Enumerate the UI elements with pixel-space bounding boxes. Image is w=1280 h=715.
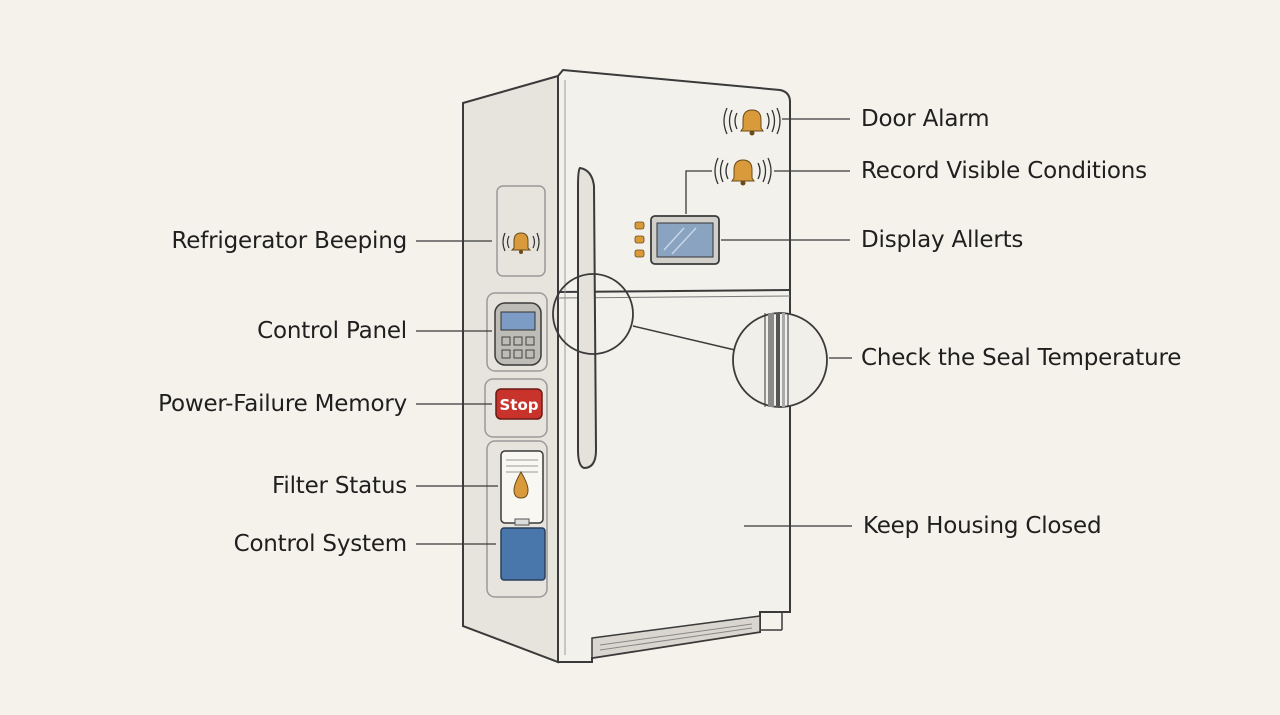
- label-filter-status: Filter Status: [272, 473, 407, 499]
- side-beep-panel: [496, 185, 546, 277]
- side-lower-housing: [486, 440, 548, 598]
- door-indicator-lights: [634, 221, 645, 258]
- door-handle: [577, 166, 598, 470]
- seal-magnifier-large: [732, 312, 828, 408]
- fridge-base: [591, 615, 761, 659]
- stop-button-label: Stop: [499, 396, 538, 414]
- label-door-alarm: Door Alarm: [861, 106, 990, 132]
- leader-record-visible-conditions: [685, 170, 712, 214]
- label-control-system: Control System: [233, 531, 408, 557]
- stop-button: Stop: [495, 388, 543, 420]
- label-control-panel: Control Panel: [257, 318, 407, 344]
- side-keypad: [494, 302, 542, 366]
- label-check-seal-temperature: Check the Seal Temperature: [861, 345, 1182, 371]
- label-keep-housing-closed: Keep Housing Closed: [863, 513, 1102, 539]
- label-refrigerator-beeping: Refrigerator Beeping: [171, 228, 408, 254]
- bell-icon: [502, 232, 540, 254]
- door-alarm-bell-icon: [723, 107, 781, 136]
- door-display: [650, 215, 720, 265]
- control-system-panel: [500, 527, 546, 581]
- label-power-failure-memory: Power-Failure Memory: [158, 391, 407, 417]
- label-record-visible-conditions: Record Visible Conditions: [861, 158, 1147, 184]
- door-split-line: [557, 289, 791, 293]
- label-display-allerts: Display Allerts: [861, 227, 1024, 253]
- conditions-bell-icon: [714, 157, 772, 186]
- side-stop-housing: [484, 378, 548, 438]
- seal-magnifier-small: [552, 273, 634, 355]
- magnifier-connector: [632, 325, 736, 351]
- water-drop-icon: [513, 471, 529, 499]
- side-control-housing: [486, 292, 548, 372]
- fridge-front-body: [557, 68, 791, 663]
